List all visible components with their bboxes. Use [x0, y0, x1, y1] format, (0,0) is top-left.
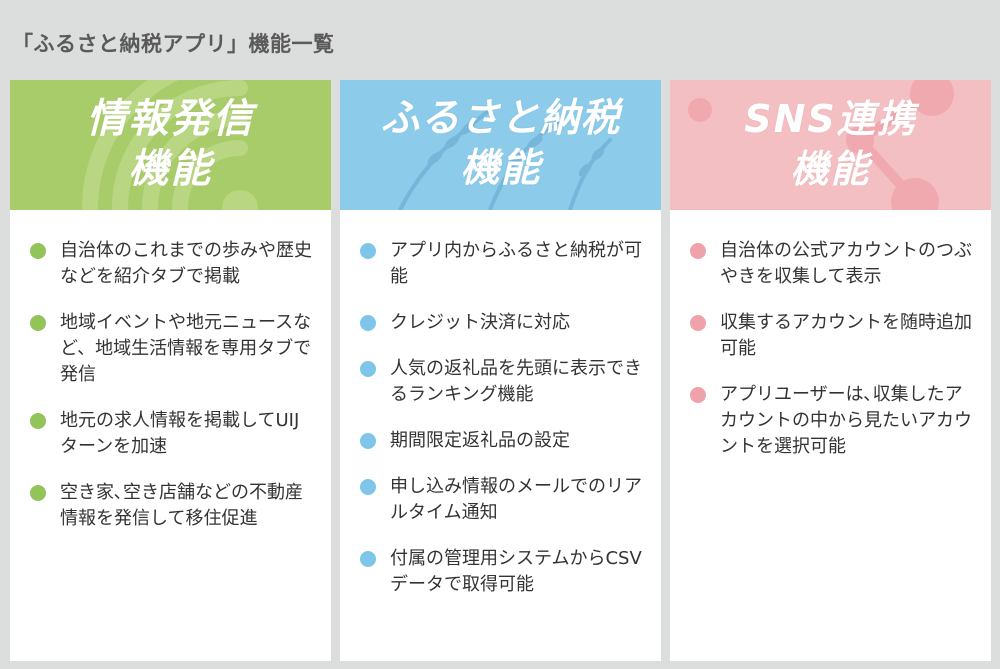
list-item: 申し込み情報のメールでのリアルタイム通知: [360, 474, 643, 526]
column-sns-integration: SNS連携 機能 自治体の公式アカウントのつぶやきを収集して表示 収集するアカウ…: [670, 80, 991, 661]
bullet-dot: [30, 413, 46, 429]
bullet-dot: [360, 315, 376, 331]
list-item-text: 自治体の公式アカウントのつぶやきを収集して表示: [720, 240, 972, 287]
feature-list: アプリ内からふるさと納税が可能 クレジット決済に対応 人気の返礼品を先頭に表示で…: [340, 210, 661, 598]
list-item: 自治体の公式アカウントのつぶやきを収集して表示: [690, 238, 973, 290]
bullet-dot: [30, 315, 46, 331]
list-item-text: 空き家､空き店舗などの不動産情報を発信して移住促進: [60, 482, 303, 529]
bullet-dot: [690, 243, 706, 259]
list-item: アプリユーザーは､収集したアカウントの中から見たいアカウントを選択可能: [690, 382, 973, 460]
list-item-text: 期間限定返礼品の設定: [390, 430, 570, 451]
column-title-line1: ふるさと納税: [380, 96, 621, 141]
list-item-text: アプリユーザーは､収集したアカウントの中から見たいアカウントを選択可能: [720, 384, 972, 457]
list-item-text: 付属の管理用システムからCSV データで取得可能: [390, 548, 642, 595]
bullet-dot: [690, 387, 706, 403]
list-item: 期間限定返礼品の設定: [360, 428, 643, 454]
list-item-text: 地元の求人情報を掲載してUIJ ターンを加速: [60, 410, 300, 457]
feature-list: 自治体の公式アカウントのつぶやきを収集して表示 収集するアカウントを随時追加可能…: [670, 210, 991, 460]
column-title: SNS連携 機能: [670, 94, 991, 194]
list-item-text: 地域イベントや地元ニュースなど、地域生活情報を専用タブで発信: [60, 312, 312, 385]
bullet-dot: [360, 551, 376, 567]
list-item-text: 申し込み情報のメールでのリアルタイム通知: [390, 476, 642, 523]
bullet-dot: [30, 485, 46, 501]
list-item: 収集するアカウントを随時追加可能: [690, 310, 973, 362]
list-item: 人気の返礼品を先頭に表示できるランキング機能: [360, 356, 643, 408]
list-item-text: 人気の返礼品を先頭に表示できるランキング機能: [390, 358, 642, 405]
column-title-line1: 情報発信: [86, 96, 255, 142]
list-item-text: 収集するアカウントを随時追加可能: [720, 312, 972, 359]
list-item: アプリ内からふるさと納税が可能: [360, 238, 643, 290]
column-info-broadcast: 情報発信 機能 自治体のこれまでの歩みや歴史などを紹介タブで掲載 地域イベントや…: [10, 80, 331, 661]
bullet-dot: [690, 315, 706, 331]
column-title-line1: SNS連携: [744, 97, 917, 141]
list-item: クレジット決済に対応: [360, 310, 643, 336]
column-title-line2: 機能: [790, 147, 871, 191]
list-item-text: クレジット決済に対応: [390, 312, 570, 333]
feature-columns: 情報発信 機能 自治体のこれまでの歩みや歴史などを紹介タブで掲載 地域イベントや…: [10, 80, 991, 661]
list-item: 自治体のこれまでの歩みや歴史などを紹介タブで掲載: [30, 238, 313, 290]
rice-plant-icon: [398, 108, 612, 210]
bullet-dot: [30, 243, 46, 259]
list-item: 空き家､空き店舗などの不動産情報を発信して移住促進: [30, 480, 313, 532]
list-item: 地元の求人情報を掲載してUIJ ターンを加速: [30, 408, 313, 460]
column-title: ふるさと納税 機能: [340, 94, 661, 194]
list-item: 付属の管理用システムからCSV データで取得可能: [360, 546, 643, 598]
network-nodes-icon: [688, 80, 954, 210]
bullet-dot: [360, 361, 376, 377]
list-item-text: アプリ内からふるさと納税が可能: [390, 240, 642, 287]
list-item: 地域イベントや地元ニュースなど、地域生活情報を専用タブで発信: [30, 310, 313, 388]
column-header-info-broadcast: 情報発信 機能: [10, 80, 331, 210]
page-title: 「ふるさと納税アプリ」機能一覧: [12, 32, 335, 56]
bullet-dot: [360, 433, 376, 449]
column-title: 情報発信 機能: [10, 94, 331, 194]
column-title-line2: 機能: [460, 146, 541, 191]
bullet-dot: [360, 243, 376, 259]
column-header-furusato-tax: ふるさと納税 機能: [340, 80, 661, 210]
list-item-text: 自治体のこれまでの歩みや歴史などを紹介タブで掲載: [60, 240, 312, 287]
column-title-line2: 機能: [128, 146, 213, 192]
feature-list: 自治体のこれまでの歩みや歴史などを紹介タブで掲載 地域イベントや地元ニュースなど…: [10, 210, 331, 532]
column-furusato-tax: ふるさと納税 機能 アプリ内からふるさと納税が可能 クレジット決済に対応 人気の…: [340, 80, 661, 661]
wifi-signal-icon: [82, 80, 258, 210]
bullet-dot: [360, 479, 376, 495]
column-header-sns-integration: SNS連携 機能: [670, 80, 991, 210]
